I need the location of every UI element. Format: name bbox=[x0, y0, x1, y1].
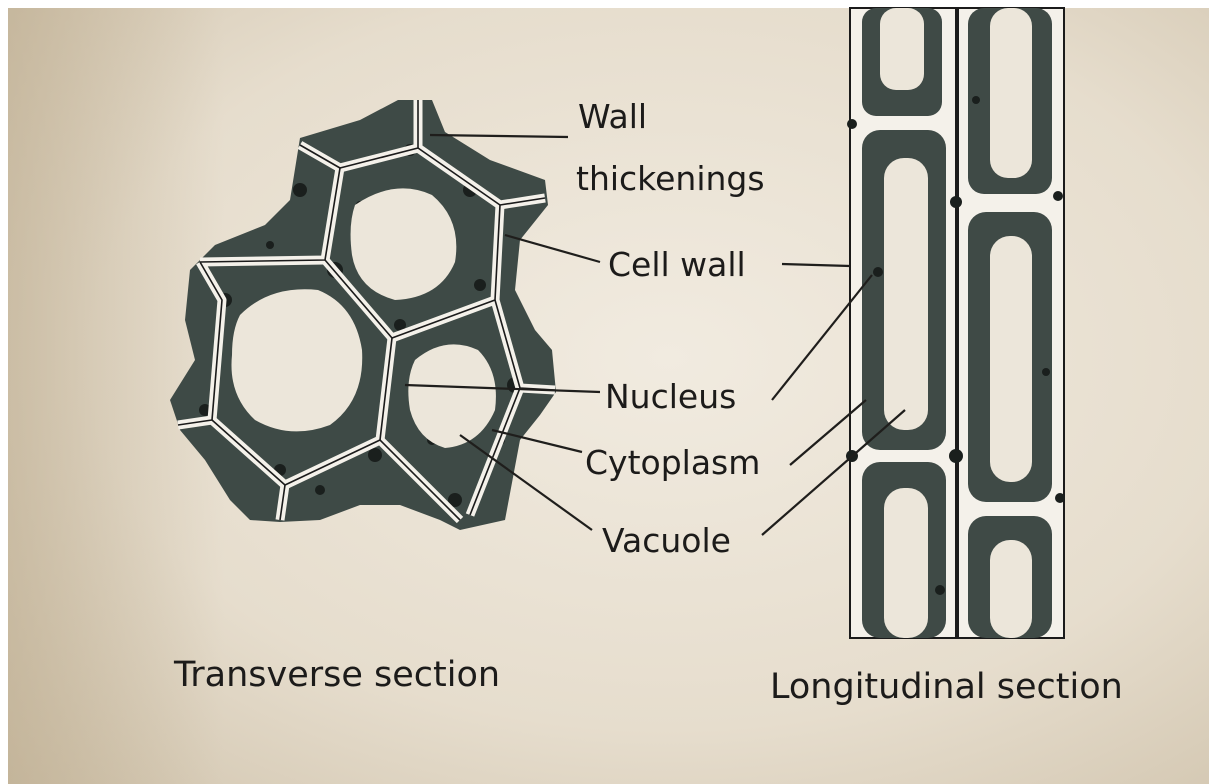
caption-longitudinal-section: Longitudinal section bbox=[770, 667, 1123, 707]
left-cell-middle-lumen bbox=[884, 158, 928, 430]
label-vacuole: Vacuole bbox=[602, 521, 731, 560]
label-wall-thickenings-line2: thickenings bbox=[576, 159, 765, 198]
vacuole-upper bbox=[351, 188, 457, 300]
right-cell-top-lumen bbox=[990, 8, 1032, 178]
caption-transverse-section: Transverse section bbox=[173, 655, 500, 695]
label-wall-thickenings-line1: Wall bbox=[578, 97, 647, 136]
label-cell-wall: Cell wall bbox=[608, 245, 746, 284]
left-cell-top-lumen bbox=[880, 8, 924, 90]
label-nucleus: Nucleus bbox=[605, 377, 736, 416]
label-cytoplasm: Cytoplasm bbox=[585, 443, 760, 482]
right-cell-middle-lumen bbox=[990, 236, 1032, 482]
right-cell-bottom-lumen bbox=[990, 540, 1032, 638]
vacuole-left bbox=[231, 289, 362, 431]
longitudinal-section-drawing bbox=[846, 8, 1065, 638]
left-cell-bottom-lumen bbox=[884, 488, 928, 638]
